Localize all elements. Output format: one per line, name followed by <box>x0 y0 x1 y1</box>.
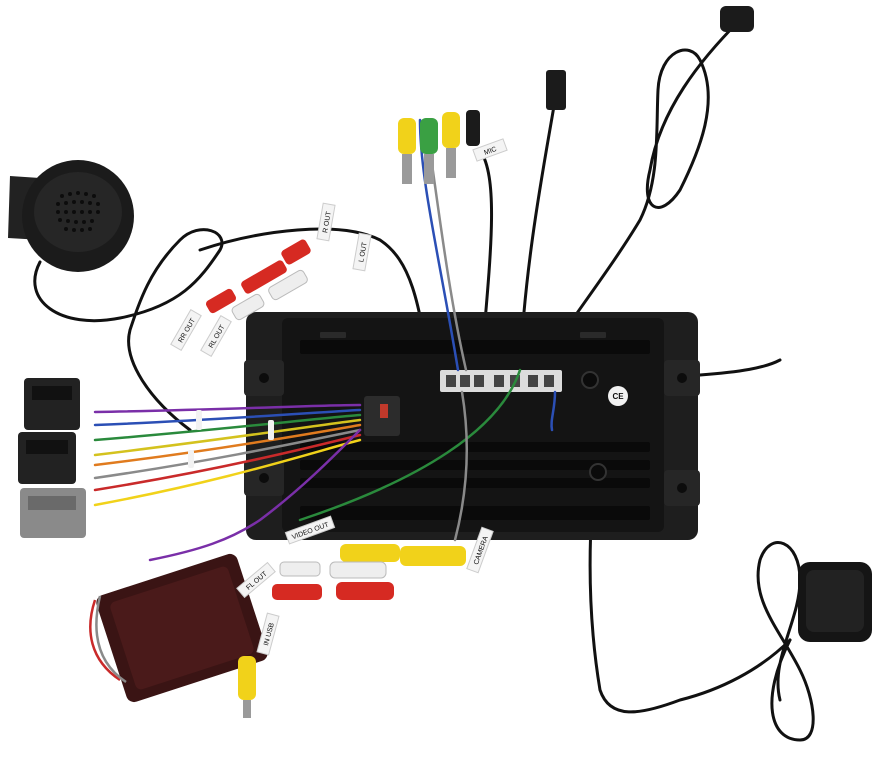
zip-ties <box>188 410 274 468</box>
external-speaker <box>8 160 134 272</box>
rca-plugs-bottom <box>238 544 466 718</box>
ce-mark: CE <box>612 392 624 401</box>
rca-plugs-top <box>398 6 754 184</box>
tag-l-out: L OUT <box>358 241 369 263</box>
head-unit-chassis: CE <box>244 312 700 540</box>
rca-audio-out-plugs <box>205 239 311 321</box>
harness-plugs <box>18 378 86 538</box>
gps-antenna <box>798 562 872 642</box>
tag-r-out: R OUT <box>322 210 333 233</box>
canbus-decoder-box <box>89 553 268 703</box>
tag-mic: MIC <box>483 146 497 157</box>
